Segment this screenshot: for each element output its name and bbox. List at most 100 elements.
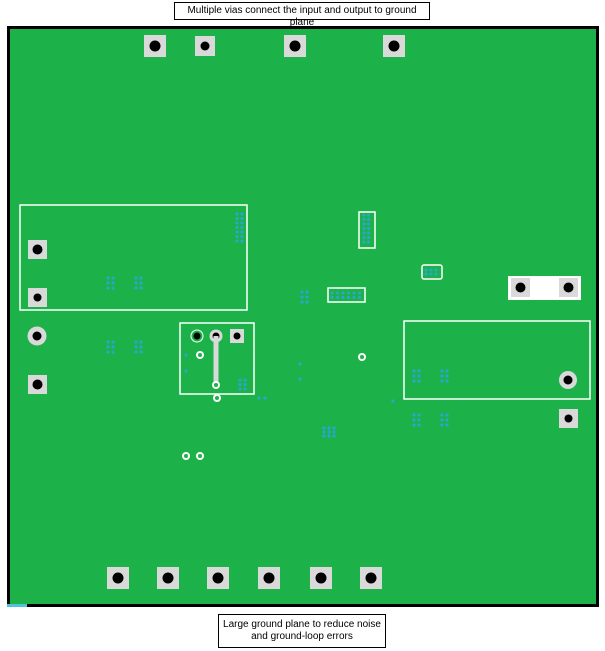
via [106,340,110,344]
large-vias [182,353,366,460]
via [412,418,416,422]
via [391,399,395,403]
via [335,295,340,300]
via [362,217,366,222]
via [238,387,242,391]
via [357,295,362,300]
pad [207,567,229,589]
center-ic-pads [190,329,244,402]
via [257,396,261,400]
via [412,413,416,417]
via [300,300,304,304]
via [440,374,444,378]
via [238,382,242,387]
via [366,226,371,231]
via [332,434,336,438]
small-component-outline [421,264,443,280]
via [330,295,334,300]
via [240,221,244,225]
via [412,379,416,383]
via [327,434,331,438]
via [341,291,345,295]
via [111,350,115,354]
via [134,276,138,280]
via [424,272,428,276]
pad [559,278,578,297]
via [352,291,356,295]
via [235,234,239,239]
annotation-bottom: Large ground plane to reduce noise and g… [218,614,386,648]
via [335,291,340,295]
via [111,345,115,349]
via [362,213,366,217]
via [434,272,438,276]
via [445,374,449,378]
via [240,212,244,216]
via [300,290,304,294]
via [240,225,244,230]
via [240,239,244,243]
right-component-outline [403,320,591,400]
pad [144,35,166,57]
pad [559,409,578,428]
pad [107,567,129,589]
right-pads [508,276,581,428]
via [332,426,336,430]
via [106,286,110,290]
left-pads [27,240,47,394]
via [440,423,444,427]
via [429,268,433,272]
via [134,345,138,349]
via [106,276,110,280]
via [424,268,428,272]
via [366,231,371,235]
via [362,231,366,235]
via [429,272,433,276]
via [362,235,366,240]
via [362,226,366,231]
annotation-top: Multiple vias connect the input and outp… [174,2,430,28]
via [263,396,267,400]
via [240,230,244,234]
pad [28,288,47,307]
pad [195,36,215,56]
via [139,276,143,280]
via [184,353,188,357]
via [139,286,143,290]
via [417,413,421,417]
via [327,430,331,434]
via [134,286,138,290]
via [346,291,351,295]
via [445,369,449,373]
pad [190,329,204,343]
via [412,369,416,373]
via [417,374,421,378]
via [412,423,416,427]
via [111,286,115,290]
via [134,350,138,354]
via [240,234,244,239]
via [106,345,110,349]
via [139,281,143,285]
via [445,413,449,417]
via [298,377,302,381]
via [417,423,421,427]
via [440,418,444,422]
via [235,239,239,243]
via [111,276,115,280]
pad [28,240,47,259]
via [445,379,449,383]
via [366,240,371,244]
via [417,369,421,373]
via [362,240,366,244]
pad [258,567,280,589]
via [106,281,110,285]
via [366,217,371,222]
pad [27,326,47,346]
pad [511,278,530,297]
trace [213,336,219,385]
pad [230,329,244,343]
pad [360,567,382,589]
pad [157,567,179,589]
